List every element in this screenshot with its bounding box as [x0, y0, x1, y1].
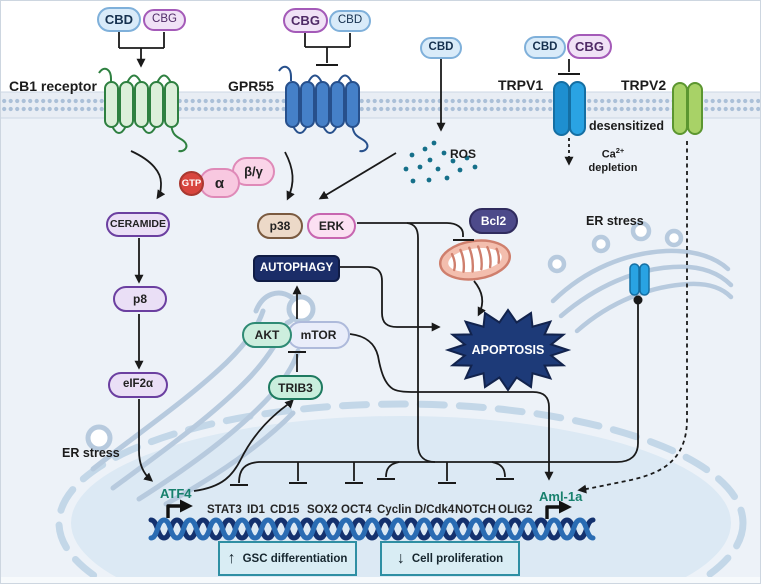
dna-helix: [148, 517, 596, 541]
apoptosis-label: APOPTOSIS: [471, 343, 545, 357]
p8-pill: p8: [113, 286, 167, 312]
atf4-to-trib3-arrow: [193, 399, 294, 492]
cbg-cbd-to-gpr55-inhibit: [304, 33, 351, 48]
cbd-oval-cb1: CBD: [97, 7, 141, 32]
gsc-differentiation-label: GSC differentiation: [242, 552, 348, 565]
gpr55-label: GPR55: [228, 78, 274, 94]
gene-olig2: OLIG2: [498, 504, 533, 516]
eif2a-pill: eIF2α: [108, 372, 168, 398]
gpr55-receptor-illustration: [278, 65, 369, 153]
gene-stat3: STAT3: [207, 504, 242, 516]
gpr55-to-p38-arrow: [284, 151, 295, 201]
cbd-oval-trpv1: CBD: [524, 36, 566, 59]
autophagy-box: AUTOPHAGY: [253, 255, 340, 282]
ros-label: ROS: [450, 147, 477, 161]
erk-pill: ERK: [307, 213, 356, 239]
cbg-oval-gpr55: CBG: [283, 8, 328, 33]
trpv1-label: TRPV1: [498, 77, 544, 93]
gsc-differentiation-box: ↑ GSC differentiation: [218, 541, 357, 576]
mito-to-apoptosis-arrow: [473, 280, 486, 317]
erk-main-line: [357, 222, 464, 237]
cbd-cbg-to-cb1-arrow: [118, 32, 165, 49]
ceramide-pill: CERAMIDE: [106, 212, 170, 237]
mitochondria-illustration: [438, 239, 512, 281]
trpv1-channel-illustration: [553, 81, 586, 136]
alpha-subunit: α: [199, 168, 240, 198]
trpv2-channel-illustration: [672, 82, 703, 135]
gene-notch: NOTCH: [455, 504, 496, 516]
gene-oct4: OCT4: [341, 504, 372, 516]
gene-id1: ID1: [247, 504, 265, 516]
transcription-arrows: [166, 499, 572, 519]
aml1a-label: Aml-1a: [539, 489, 583, 504]
akt-pill: AKT: [242, 322, 292, 348]
cbd-oval-ros: CBD: [420, 37, 462, 59]
beta-gamma-subunit: β/γ: [232, 157, 275, 186]
cb1-receptor-illustration: [98, 67, 188, 153]
mtor-pill: mTOR: [287, 321, 350, 349]
bcl2-pill: Bcl2: [469, 208, 518, 234]
cb1-receptor-label: CB1 receptor: [9, 78, 97, 94]
gene-sox2: SOX2: [307, 504, 338, 516]
gene-inhibition-rail: [238, 304, 639, 484]
trpv2-to-aml1a-dashed: [577, 141, 688, 494]
erk-branch-down: [406, 222, 436, 463]
er-channel-illustration: [629, 263, 650, 296]
connectors: [118, 32, 688, 494]
gene-cd15: CD15: [270, 504, 300, 516]
er-right-illustration: [547, 220, 734, 334]
cb1-to-ceramide-arrow: [130, 150, 166, 200]
gene-cyclind-cdk4: Cyclin D/Cdk4: [377, 504, 455, 516]
autophagy-to-apoptosis-arrow: [340, 266, 441, 332]
ros-dots: [403, 140, 478, 184]
p38-pill: p38: [257, 213, 303, 239]
trib3-pill: TRIB3: [268, 375, 323, 400]
desensitized-label: desensitized: [589, 119, 665, 133]
up-arrow-icon: ↑: [227, 549, 236, 567]
aml1a-transcription-arrow: [545, 500, 572, 519]
er-stress-right-label: ER stress: [586, 214, 644, 228]
cbg-oval-cb1: CBG: [143, 9, 186, 31]
er-left-illustration: [85, 290, 316, 507]
eif2a-to-atf4-arrow: [138, 399, 154, 482]
ros-to-erk-arrow: [318, 152, 397, 200]
down-arrow-icon: ↓: [396, 549, 405, 567]
er-stress-left-label: ER stress: [62, 446, 120, 460]
cell-proliferation-label: Cell proliferation: [411, 552, 504, 565]
atf4-transcription-arrow: [166, 499, 193, 518]
trpv2-label: TRPV2: [621, 77, 667, 93]
bottom-margin: [1, 577, 760, 583]
apoptosis-starburst: [444, 308, 572, 392]
ca-depletion-label: Ca2+ depletion: [588, 146, 638, 175]
cbg-oval-trpv1: CBG: [567, 34, 612, 59]
atf4-label: ATF4: [160, 486, 192, 501]
gtp-badge: GTP: [179, 171, 204, 196]
mtor-to-aml1a-arrow: [349, 333, 554, 481]
cbd-oval-gpr55: CBD: [329, 10, 371, 32]
cell-proliferation-box: ↓ Cell proliferation: [380, 541, 520, 576]
